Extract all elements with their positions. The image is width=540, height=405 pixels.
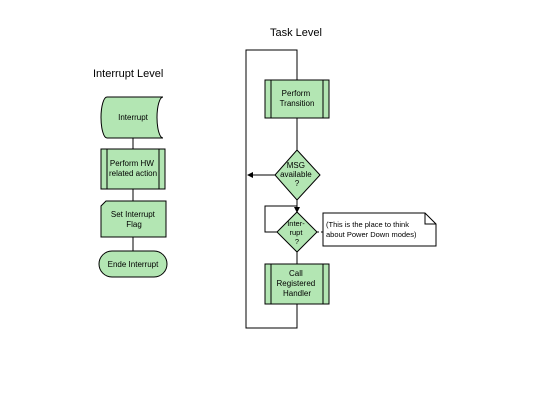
call-handler-line1: Call [289, 269, 303, 278]
call-handler-line3: Handler [283, 289, 311, 298]
interrupt-node: Interrupt [100, 96, 164, 139]
svg-text:Set Interrupt Flag: Set Interrupt Flag [111, 210, 157, 229]
svg-text:Ende Interrupt: Ende Interrupt [108, 260, 159, 269]
msg-label-line3: ? [295, 179, 300, 188]
interrupt-decision-line2: rupt [289, 228, 303, 237]
note-line1: (This is the place to think [326, 220, 409, 229]
interrupt-level-title: Interrupt Level [93, 68, 164, 80]
call-handler-node: Call Registered Handler [264, 263, 330, 305]
interrupt-decision-line1: Inter- [287, 219, 305, 228]
power-down-note: (This is the place to think about Power … [322, 212, 437, 247]
svg-text:Call Registered: Call Registered Handler [277, 269, 318, 298]
svg-text:Perform HW related act: Perform HW related action [109, 159, 157, 178]
end-interrupt-label: Ende Interrupt [108, 260, 159, 269]
msg-available-decision: MSG available ? [274, 149, 321, 201]
set-flag-label-line2: Flag [126, 220, 142, 229]
perform-transition-line2: Transition [280, 99, 315, 108]
svg-text:Inter- rupt ?: Inter- rupt ? [287, 219, 307, 246]
perform-hw-label-line2: related action [109, 169, 157, 178]
interrupt-decision: Inter- rupt ? [276, 211, 318, 253]
perform-transition-line1: Perform [282, 89, 311, 98]
call-handler-line2: Registered [277, 279, 316, 288]
task-level-title: Task Level [270, 27, 322, 39]
main-loop-line [245, 49, 298, 329]
interrupt-wait-loop [264, 205, 297, 233]
msg-label-line1: MSG [287, 161, 305, 170]
svg-text:Perform Transition: Perform Transition [280, 89, 315, 108]
perform-transition-node: Perform Transition [264, 79, 330, 119]
note-line2: about Power Down modes) [326, 230, 417, 239]
msg-label-line2: available [280, 170, 312, 179]
interrupt-decision-line3: ? [295, 237, 299, 246]
end-interrupt-node: Ende Interrupt [98, 250, 168, 278]
svg-text:Interrupt: Interrupt [118, 113, 149, 122]
perform-hw-node: Perform HW related action [100, 148, 166, 190]
svg-text:MSG available: MSG available ? [280, 161, 314, 188]
perform-hw-label-line1: Perform HW [110, 159, 154, 168]
svg-text:(This is the place to think: (This is the place to think about Power … [326, 220, 417, 239]
set-interrupt-flag-node: Set Interrupt Flag [100, 200, 167, 238]
set-flag-label-line1: Set Interrupt [111, 210, 156, 219]
interrupt-label: Interrupt [118, 113, 149, 122]
